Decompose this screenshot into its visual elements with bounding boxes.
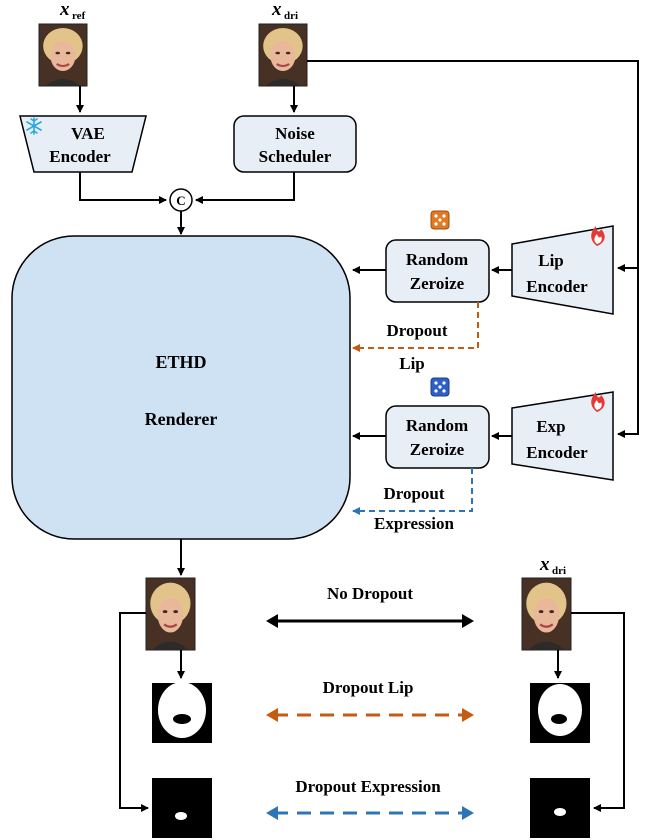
x-dri-image-top <box>257 22 308 88</box>
svg-text:Encoder: Encoder <box>526 443 588 462</box>
legend-dropout-expression: Dropout Expression <box>266 777 474 820</box>
arrow-vae-concat <box>79 172 167 204</box>
svg-text:Encoder: Encoder <box>49 147 111 166</box>
legend-no-dropout: No Dropout <box>266 584 474 628</box>
svg-text:Zeroize: Zeroize <box>410 440 465 459</box>
svg-text:dri: dri <box>552 565 566 577</box>
svg-text:Lip: Lip <box>399 354 425 373</box>
svg-text:ETHD: ETHD <box>155 352 206 372</box>
x-ref-label: x ref <box>59 0 86 22</box>
svg-text:C: C <box>176 193 185 208</box>
dropout-lip-label: Dropout Lip <box>386 321 447 373</box>
svg-text:VAE: VAE <box>71 124 105 143</box>
svg-text:Renderer: Renderer <box>145 409 218 429</box>
dice-icon-lip <box>430 210 450 230</box>
arrow-noise-concat <box>195 172 295 204</box>
svg-text:No Dropout: No Dropout <box>327 584 413 603</box>
ethd-renderer: ETHD Renderer <box>11 235 351 540</box>
svg-text:x: x <box>271 0 282 20</box>
svg-text:Expression: Expression <box>374 514 455 533</box>
svg-text:Dropout: Dropout <box>383 484 444 503</box>
x-dri-label-bottom: x dri <box>539 554 566 577</box>
flame-icon-exp <box>591 392 605 412</box>
arrow-xdri-exp-encoder <box>617 268 639 438</box>
output-image <box>144 576 196 652</box>
svg-text:ref: ref <box>72 10 86 22</box>
arrow-output-exp-mask <box>119 612 149 812</box>
svg-text:Random: Random <box>406 250 468 269</box>
legend-dropout-lip: Dropout Lip <box>266 678 474 722</box>
x-ref-image <box>37 22 88 88</box>
output-mask-lip <box>152 682 212 743</box>
svg-text:x: x <box>539 554 550 575</box>
noise-scheduler: Noise Scheduler <box>233 115 357 173</box>
arrow-xdri-exp-mask <box>571 612 625 812</box>
dropout-exp-path <box>352 468 473 515</box>
arrow-xdri-lip-encoder <box>307 60 639 272</box>
svg-text:dri: dri <box>284 10 298 22</box>
x-dri-image-bottom <box>520 576 572 652</box>
svg-text:Dropout Expression: Dropout Expression <box>295 777 441 796</box>
dice-icon-exp <box>430 377 450 397</box>
x-dri-label-top: x dri <box>271 0 298 22</box>
flame-icon-lip <box>591 226 605 246</box>
svg-text:Encoder: Encoder <box>526 277 588 296</box>
snowflake-icon <box>26 117 42 135</box>
dropout-lip-path <box>352 302 479 352</box>
random-zeroize-lip: Random Zeroize <box>385 239 490 303</box>
svg-text:Exp: Exp <box>536 417 565 436</box>
svg-text:Scheduler: Scheduler <box>259 147 332 166</box>
concat-node: C <box>169 188 193 212</box>
svg-text:x: x <box>59 0 70 20</box>
svg-text:Zeroize: Zeroize <box>410 274 465 293</box>
exp-encoder: Exp Encoder <box>511 391 614 481</box>
x-dri-mask-exp <box>530 778 590 838</box>
lip-encoder: Lip Encoder <box>511 225 614 315</box>
svg-text:Random: Random <box>406 416 468 435</box>
dropout-exp-label: Dropout Expression <box>374 484 455 533</box>
output-mask-exp <box>152 778 212 838</box>
svg-text:Noise: Noise <box>275 124 315 143</box>
random-zeroize-exp: Random Zeroize <box>385 405 490 469</box>
svg-text:Lip: Lip <box>538 251 564 270</box>
vae-encoder: VAE Encoder <box>19 115 147 173</box>
svg-text:Dropout Lip: Dropout Lip <box>323 678 414 697</box>
svg-text:Dropout: Dropout <box>386 321 447 340</box>
x-dri-mask-lip <box>530 683 590 743</box>
